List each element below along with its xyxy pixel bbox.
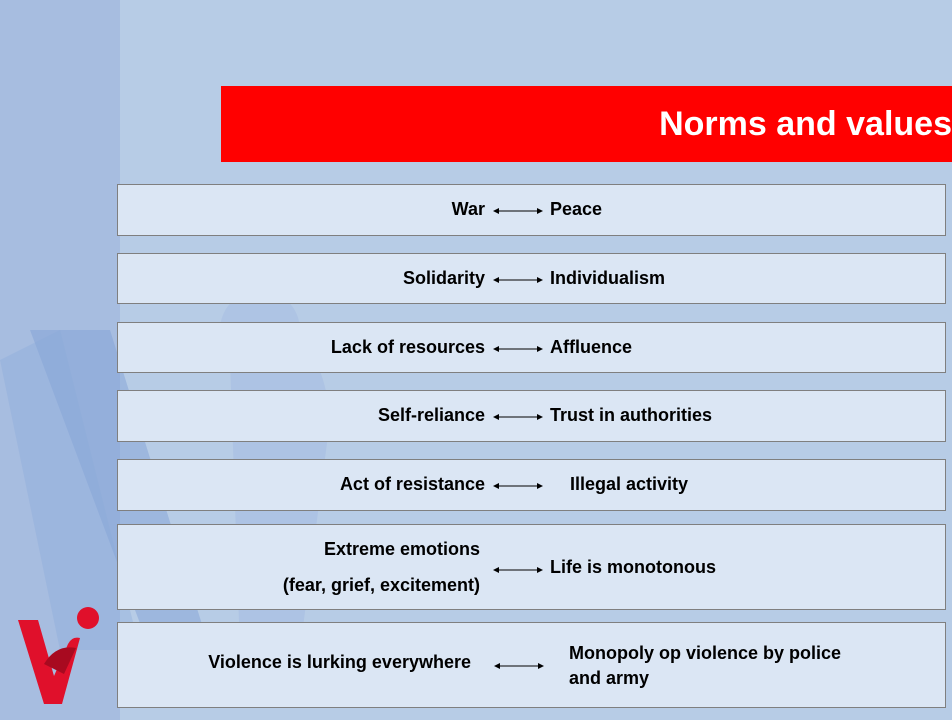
double-arrow-icon xyxy=(493,414,543,420)
pair-left: Solidarity xyxy=(402,268,485,288)
pair-left: Self-reliance xyxy=(377,405,485,425)
pair-row: Solidarity Individualism xyxy=(117,253,946,304)
pair-right: Trust in authorities xyxy=(550,405,713,425)
pair-row: Violence is lurking everywhere Monopoly … xyxy=(117,622,946,708)
pair-right: Peace xyxy=(550,199,603,219)
pair-right: Illegal activity xyxy=(570,474,689,494)
pair-right: Individualism xyxy=(550,268,666,288)
double-arrow-icon xyxy=(493,567,543,573)
title-bar: Norms and values xyxy=(221,86,952,162)
pair-row: Lack of resources Affluence xyxy=(117,322,946,373)
pair-left-line2: (fear, grief, excitement) xyxy=(282,575,480,595)
pair-left: Act of resistance xyxy=(339,474,485,494)
pair-row: War Peace xyxy=(117,184,946,236)
left-stripe xyxy=(0,0,120,720)
double-arrow-icon xyxy=(494,663,544,669)
double-arrow-icon xyxy=(493,277,543,283)
pair-row: Extreme emotions (fear, grief, excitemen… xyxy=(117,524,946,610)
pair-left: Violence is lurking everywhere xyxy=(208,652,471,672)
double-arrow-icon xyxy=(493,346,543,352)
pair-right: Life is monotonous xyxy=(550,557,716,577)
pair-right: Affluence xyxy=(550,337,633,357)
pair-row: Self-reliance Trust in authorities xyxy=(117,390,946,442)
pair-left: Lack of resources xyxy=(330,337,485,357)
pair-right-line2: and army xyxy=(569,668,650,688)
pair-left: Extreme emotions xyxy=(323,539,480,559)
double-arrow-icon xyxy=(493,483,543,489)
pair-right: Monopoly op violence by police xyxy=(569,643,842,663)
pair-left: War xyxy=(451,199,485,219)
pair-row: Act of resistance Illegal activity xyxy=(117,459,946,511)
vi-logo-icon xyxy=(18,607,99,704)
page-title: Norms and values xyxy=(659,105,952,143)
double-arrow-icon xyxy=(493,208,543,214)
